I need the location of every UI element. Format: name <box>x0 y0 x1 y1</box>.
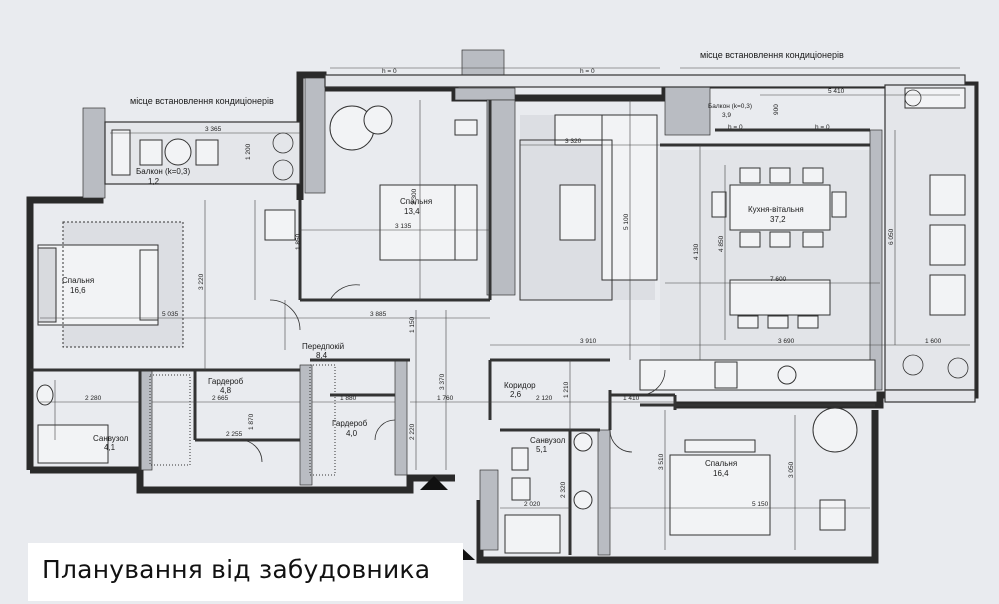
room-name: Кухня-вітальня <box>748 205 804 214</box>
h0-label: h = 0 <box>580 68 595 75</box>
wall-hatch-blocks <box>82 49 883 556</box>
dimension-label: 2 665 <box>212 395 229 402</box>
dimension-label: 5 100 <box>623 213 630 230</box>
dimension-label: 1 850 <box>295 233 302 250</box>
room-name: Санвузол <box>93 434 129 443</box>
dimension-label: 3 135 <box>395 223 412 230</box>
room-name: Спальня <box>400 197 432 206</box>
dimension-lines <box>40 67 970 550</box>
dimension-label: 3 510 <box>658 453 665 470</box>
room-area: 37,2 <box>770 215 786 224</box>
dimension-label: 1 200 <box>245 143 252 160</box>
dimension-label: 4 130 <box>693 243 700 260</box>
dimension-label: 3 320 <box>565 138 582 145</box>
room-name: Спальня <box>705 459 737 468</box>
room-area: 5,1 <box>536 445 548 454</box>
dimension-label: 1 760 <box>437 395 454 402</box>
dimension-label: 1 600 <box>925 338 942 345</box>
dimension-label: 1 880 <box>340 395 357 402</box>
dimension-label: 1 870 <box>248 413 255 430</box>
room-area: 16,4 <box>713 469 729 478</box>
dimension-label: 2 220 <box>409 423 416 440</box>
room-name: Гардероб <box>208 377 244 386</box>
room-area: 2,6 <box>510 390 522 399</box>
dimension-label: 5 410 <box>828 88 845 95</box>
dimension-label: 2 255 <box>226 431 243 438</box>
room-name: Коридор <box>504 381 536 390</box>
dimension-label: 2 280 <box>85 395 102 402</box>
dimension-label: 5 150 <box>752 501 769 508</box>
dimension-label: 3 370 <box>439 373 446 390</box>
room-area: 16,6 <box>70 286 86 295</box>
caption-background <box>28 543 463 601</box>
interior-walls <box>30 100 875 555</box>
room-name: Гардероб <box>332 419 368 428</box>
dimension-label: 3 365 <box>205 126 222 133</box>
dimension-label: 3 885 <box>370 311 387 318</box>
dimension-label: 2 120 <box>536 395 553 402</box>
dimension-label: 1 150 <box>409 316 416 333</box>
dimension-label: 2 020 <box>524 501 541 508</box>
room-area: 8,4 <box>316 351 328 360</box>
room-name: Передпокій <box>302 342 344 351</box>
dimension-label: 3 220 <box>198 273 205 290</box>
dimension-label: 2 320 <box>560 481 567 498</box>
room-area: 3,9 <box>722 112 731 119</box>
room-area: 4,0 <box>346 429 358 438</box>
dimension-label: 6 050 <box>888 228 895 245</box>
dimension-label: 5 035 <box>162 311 179 318</box>
dimension-labels: 3 365 1 200 3 300 3 135 3 320 5 410 900 … <box>85 88 942 508</box>
h0-label: h = 0 <box>815 124 830 131</box>
dimension-label: 900 <box>773 104 780 115</box>
room-area: 4,1 <box>104 443 116 452</box>
furniture <box>36 87 966 554</box>
doors <box>239 284 666 463</box>
dimension-label: 3 300 <box>411 188 418 205</box>
room-area: 1,2 <box>148 177 160 186</box>
dimension-label: 4 850 <box>718 235 725 252</box>
dimension-label: 1 410 <box>623 395 640 402</box>
room-name: Балкон (k=0,3) <box>136 167 191 176</box>
plan-caption: Планування від забудовника <box>42 555 431 584</box>
dimension-label: 3 690 <box>778 338 795 345</box>
dimension-label: 3 910 <box>580 338 597 345</box>
entrance-arrow-icon <box>420 476 448 490</box>
ac-note-left: місце встановлення кондиціонерів <box>130 96 274 106</box>
h0-label: h = 0 <box>382 68 397 75</box>
dimension-label: 7 600 <box>770 276 787 283</box>
dimension-label: 3 050 <box>788 461 795 478</box>
room-name: Балкон (k=0,3) <box>708 103 752 110</box>
room-area: 13,4 <box>404 207 420 216</box>
room-name: Спальня <box>62 276 94 285</box>
room-area: 4,8 <box>220 386 232 395</box>
ac-note-right: місце встановлення кондиціонерів <box>700 50 844 60</box>
room-name: Санвузол <box>530 436 566 445</box>
dimension-label: 1 210 <box>563 381 570 398</box>
h0-label: h = 0 <box>728 124 743 131</box>
room-labels: Спальня 16,6 Балкон (k=0,3) 1,2 Спальня … <box>62 103 804 478</box>
